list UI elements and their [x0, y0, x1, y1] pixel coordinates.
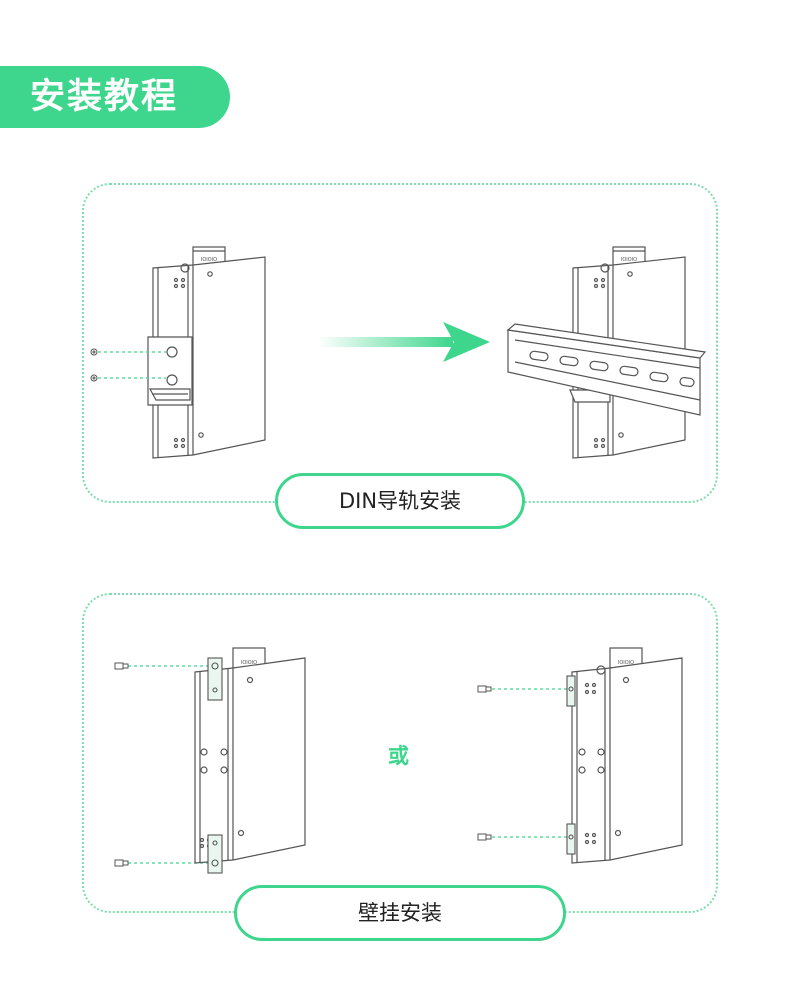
svg-text:IOIOIO: IOIOIO	[618, 660, 634, 666]
din-install-label: DIN导轨安装	[275, 473, 525, 529]
svg-text:IOIOIO: IOIOIO	[201, 257, 217, 263]
device-with-bracket-icon: IOIOIO	[114, 647, 306, 874]
svg-text:IOIOIO: IOIOIO	[621, 257, 637, 263]
or-label: 或	[388, 744, 409, 768]
device-on-din-rail-icon: IOIOIO	[506, 246, 707, 459]
page-title: 安装教程	[30, 77, 179, 117]
wall-install-label: 壁挂安装	[234, 885, 566, 941]
svg-text:IOIOIO: IOIOIO	[241, 660, 257, 666]
header-pill: 安装教程	[0, 66, 230, 128]
arrow-right-icon	[318, 322, 490, 362]
device-with-side-bracket-icon: IOIOIO	[477, 647, 683, 864]
device-with-clip-icon: IOIOIO	[90, 246, 266, 459]
